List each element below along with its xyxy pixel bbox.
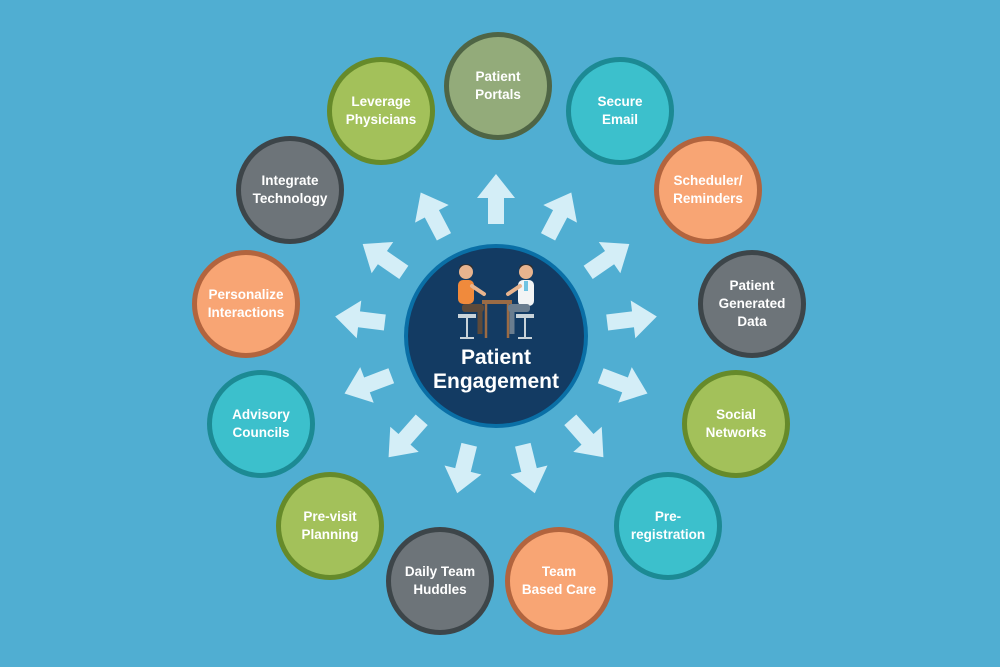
- node-label: Patient Portals: [475, 69, 521, 102]
- node-scheduler-reminders: Scheduler/ Reminders: [654, 136, 762, 244]
- node-advisory-councils: Advisory Councils: [207, 370, 315, 478]
- arrow: [388, 414, 428, 458]
- arrow: [477, 174, 515, 224]
- center-hub: Patient Engagement: [404, 244, 588, 428]
- node-label: Scheduler/ Reminders: [673, 173, 743, 206]
- node-secure-email: Secure Email: [566, 57, 674, 165]
- node-label: Pre- registration: [630, 509, 706, 542]
- node-integrate-technology: Integrate Technology: [236, 136, 344, 244]
- arrow: [540, 192, 577, 241]
- node-pre-visit-planning: Pre-visit Planning: [276, 472, 384, 580]
- node-leverage-physicians: Leverage Physicians: [327, 57, 435, 165]
- node-daily-team-huddles: Daily Team Huddles: [386, 527, 494, 635]
- arrow: [510, 442, 548, 494]
- center-title-line1: Patient: [460, 346, 531, 369]
- node-team-based-care: Team Based Care: [505, 527, 613, 635]
- node-personalize-interactions: Personalize Interactions: [192, 250, 300, 358]
- node-label: Secure Email: [597, 94, 643, 127]
- arrow: [597, 367, 648, 403]
- node-label: Patient Generated Data: [718, 278, 786, 329]
- arrow: [606, 300, 657, 339]
- node-label: Social Networks: [705, 407, 767, 440]
- node-pre-registration: Pre- registration: [614, 472, 722, 580]
- arrow: [362, 241, 409, 279]
- arrow: [444, 442, 482, 494]
- doctor-patient-illustration: [458, 264, 534, 339]
- arrow: [564, 414, 604, 458]
- node-label: Integrate Technology: [252, 173, 328, 206]
- node-label: Advisory Councils: [232, 407, 290, 440]
- node-patient-portals: Patient Portals: [444, 32, 552, 140]
- arrow: [344, 367, 395, 403]
- node-patient-generated-data: Patient Generated Data: [698, 250, 806, 358]
- arrow: [583, 241, 630, 279]
- node-label: Team Based Care: [521, 564, 597, 597]
- node-label: Leverage Physicians: [345, 94, 417, 127]
- node-label: Personalize Interactions: [207, 287, 285, 320]
- node-label: Daily Team Huddles: [404, 564, 476, 597]
- center-title-line2: Engagement: [432, 370, 560, 393]
- arrow: [335, 300, 386, 339]
- arrow: [415, 192, 452, 241]
- node-label: Pre-visit Planning: [301, 509, 359, 542]
- node-social-networks: Social Networks: [682, 370, 790, 478]
